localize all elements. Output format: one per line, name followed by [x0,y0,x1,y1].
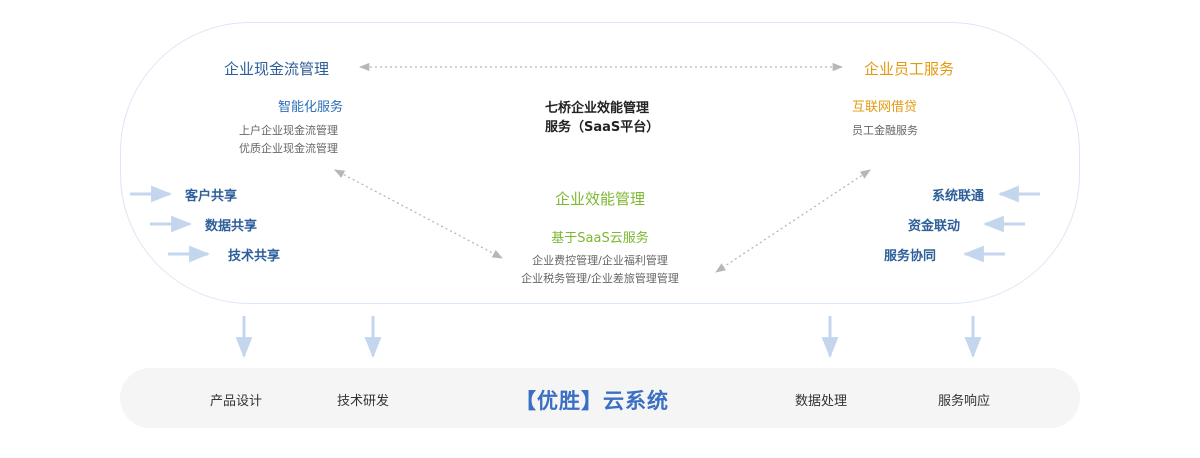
arrow-right-bottom [715,169,871,273]
bar-title: 【优胜】云系统 [515,389,669,413]
bar-item-product-design: 产品设计 [209,394,263,409]
cloud-system-bar [120,368,1080,428]
arrow-left-bottom [334,169,503,259]
right-panel-item-1: 员工金融服务 [852,124,918,137]
bottom-panel-title: 企业效能管理 [554,190,646,208]
bar-item-data-processing: 数据处理 [794,394,848,409]
left-panel-subtitle: 智能化服务 [278,100,344,115]
platform-line-1: 七桥企业效能管理 [545,101,650,116]
left-panel-item-1: 上户企业现金流管理 [239,124,338,137]
right-panel-title: 企业员工服务 [864,60,955,78]
bar-item-tech-rd: 技术研发 [336,394,390,409]
left-panel-item-2: 优质企业现金流管理 [239,142,338,155]
left-side-label-3: 技术共享 [228,249,281,264]
left-panel-title: 企业现金流管理 [224,60,330,78]
left-side-label-2: 数据共享 [205,219,258,234]
bottom-panel-subtitle: 基于SaaS云服务 [551,231,649,246]
bottom-panel-item-2: 企业税务管理/企业差旅管理管理 [521,272,679,285]
right-side-label-1: 系统联通 [932,189,985,204]
right-panel-subtitle: 互联网借贷 [852,100,918,115]
platform-outline [120,22,1080,304]
left-side-label-1: 客户共享 [185,189,238,204]
bar-item-service-response: 服务响应 [937,394,991,409]
bottom-panel-item-1: 企业费控管理/企业福利管理 [532,254,668,267]
right-side-label-3: 服务协同 [884,249,937,264]
right-side-label-2: 资金联动 [908,219,961,234]
platform-line-2: 服务（SaaS平台） [545,120,660,135]
